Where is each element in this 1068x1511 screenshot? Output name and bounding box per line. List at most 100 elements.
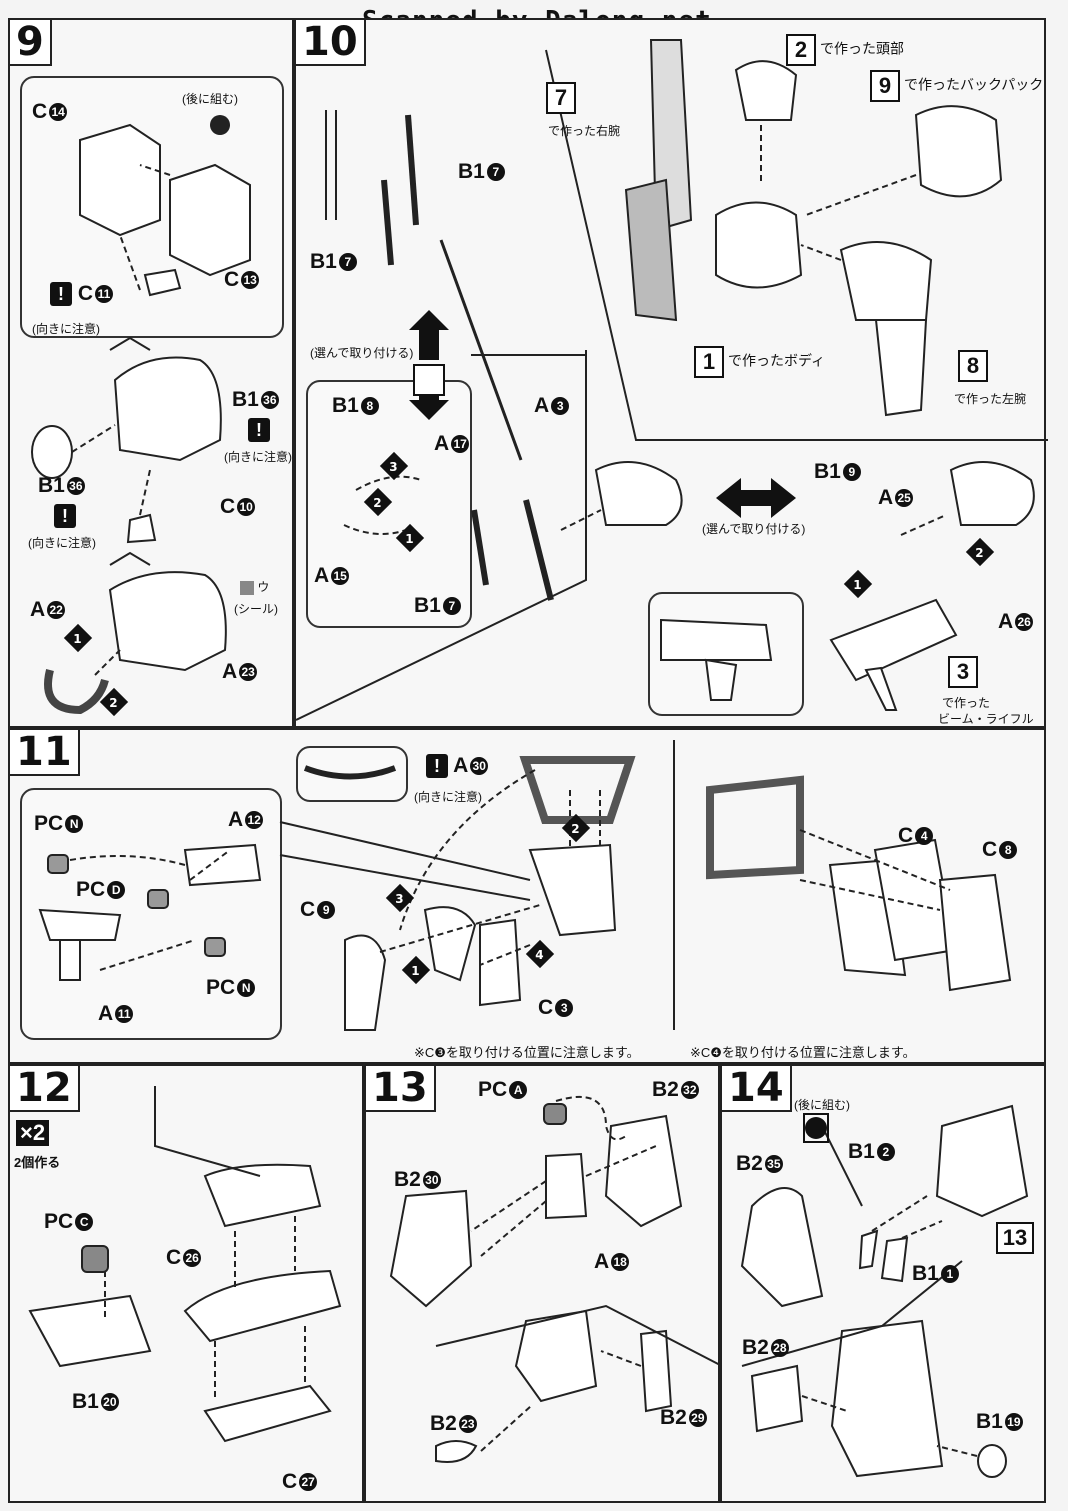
- part-letter: PC: [34, 812, 64, 835]
- caution-mark: !: [248, 418, 270, 442]
- part-number: 17: [451, 435, 470, 454]
- part-letter: B1: [310, 250, 337, 273]
- caution-mark: !: [54, 504, 76, 528]
- seal-letter: ウ: [257, 580, 270, 594]
- part-number: 7: [338, 253, 357, 272]
- substep-2: 2: [561, 813, 591, 843]
- seal-icon: [240, 580, 254, 595]
- part-number: 3: [551, 397, 570, 416]
- step-number: 10: [296, 20, 366, 66]
- substep-number: 3: [395, 891, 404, 906]
- part-number: 11: [95, 285, 114, 304]
- part-number: 4: [915, 827, 934, 846]
- ref-right-arm-text: で作った右腕: [548, 124, 621, 138]
- part-letter: A: [98, 1002, 114, 1025]
- part-letter: C: [982, 838, 998, 861]
- seal-text: (シール): [234, 602, 278, 616]
- part-letter: B1: [72, 1390, 99, 1413]
- substep-number: 1: [73, 631, 82, 646]
- step-number: 14: [722, 1066, 792, 1112]
- substep-2-right: 2: [965, 537, 995, 567]
- part-letter: B1: [458, 160, 485, 183]
- ref-rifle: 3: [948, 656, 982, 688]
- ref-left-arm-text: で作った左腕: [954, 392, 1027, 406]
- ref-left-arm: 8: [958, 350, 992, 382]
- part-letter: B2: [660, 1406, 687, 1429]
- part-number: 2: [876, 1143, 895, 1162]
- assembly-illustration: [296, 39, 1048, 721]
- ref-step-number: 1: [694, 346, 724, 378]
- part-letter: B1: [414, 594, 441, 617]
- part-letter: A: [30, 598, 46, 621]
- skirt-illustration: [38, 740, 1012, 1031]
- part-letter: C: [224, 268, 240, 291]
- caution-icon: !: [426, 754, 448, 778]
- part-letter: C: [77, 282, 94, 305]
- part-number: 35: [764, 1155, 783, 1174]
- part-letter: PC: [44, 1210, 74, 1233]
- part-number: 7: [486, 163, 505, 182]
- part-number: 9: [317, 901, 336, 920]
- part-number: 36: [260, 391, 279, 410]
- ref-step-13: 13: [996, 1222, 1038, 1254]
- substep-1: 1: [395, 523, 425, 553]
- part-number: N: [237, 979, 256, 998]
- part-number: 30: [422, 1171, 441, 1190]
- part-letter: C: [166, 1246, 182, 1269]
- orientation-caution: (向きに注意): [32, 322, 100, 336]
- thigh-illustration: [740, 1104, 1029, 1478]
- substep-number: 1: [411, 963, 420, 978]
- assemble-later-note: (後に組む): [182, 92, 238, 106]
- part-letter: A: [998, 610, 1014, 633]
- part-letter: PC: [76, 878, 106, 901]
- part-letter: C: [898, 824, 914, 847]
- part-number: 26: [183, 1249, 202, 1268]
- part-number: 22: [47, 601, 66, 620]
- step-11-panel: 11: [8, 728, 1046, 1064]
- ref-text: で作ったボディ: [728, 352, 826, 369]
- part-letter: A: [314, 564, 330, 587]
- part-number: 1: [940, 1265, 959, 1284]
- part-letter: B1: [232, 388, 259, 411]
- seal-label: ウ: [240, 578, 269, 595]
- rifle-name: ビーム・ライフル: [938, 712, 1034, 726]
- part-number: 27: [299, 1473, 318, 1492]
- part-letter: PC: [478, 1078, 508, 1101]
- caution-icon: !: [54, 504, 76, 528]
- substep-2: 2: [363, 487, 393, 517]
- part-number: 30: [470, 757, 489, 776]
- choose-note-right: (選んで取り付ける): [702, 522, 806, 536]
- part-letter: B2: [736, 1152, 763, 1175]
- ref-step-number: 8: [958, 350, 988, 382]
- part-number: N: [65, 815, 84, 834]
- substep-number: 2: [571, 821, 580, 836]
- part-letter: A: [228, 808, 244, 831]
- substep-1: 1: [63, 623, 93, 653]
- part-letter: C: [300, 898, 316, 921]
- part-number: 7: [442, 597, 461, 616]
